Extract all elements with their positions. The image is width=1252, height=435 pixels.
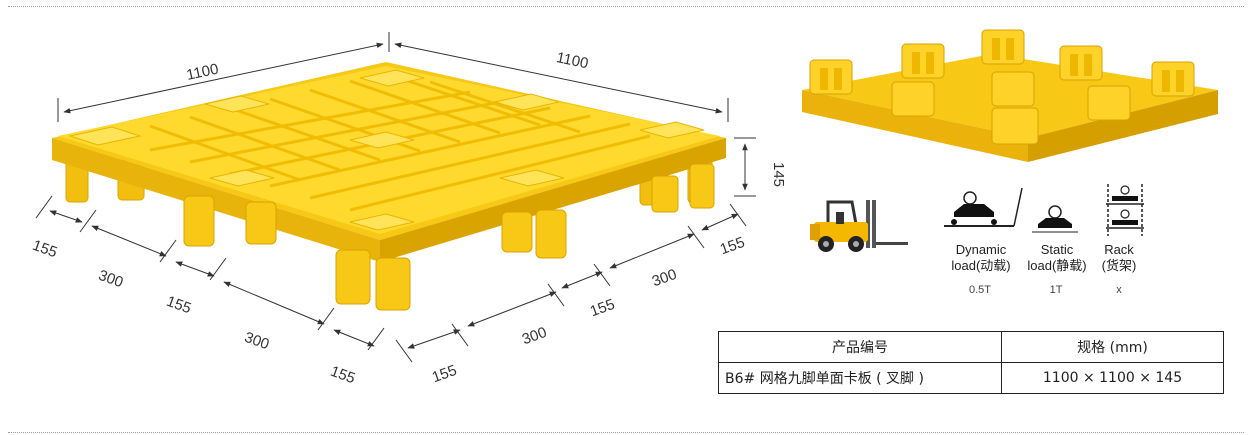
cell-product-code: B6# 网格九脚单面卡板 ( 叉脚 ) [718,362,1002,394]
static-load-label: Static load(静载) [1020,242,1094,274]
static-load-icon [1032,205,1078,233]
spec-table: 产品编号 规格 (mm) B6# 网格九脚单面卡板 ( 叉脚 ) 1100 × … [718,331,1224,394]
dynamic-load-label: Dynamic load(动载) [944,242,1018,274]
pallet-bottom-view-image [802,29,1218,162]
dim-left-1: 155 [30,237,59,262]
dim-right-5: 155 [718,234,747,259]
top-dotted-divider [8,6,1244,7]
static-load-value: 1T [1049,284,1063,296]
dim-height: 145 [770,162,787,187]
dimension-lines [35,32,756,363]
dim-right-1: 155 [430,362,459,387]
table-row: B6# 网格九脚单面卡板 ( 叉脚 ) 1100 × 1100 × 145 [718,362,1224,394]
pallet-legs-front [183,163,715,311]
rack-load-label: Rack (货架) [1088,242,1150,274]
header-spec: 规格 (mm) [1001,331,1224,363]
dim-left-3: 155 [164,293,193,318]
dim-left-5: 155 [328,363,357,388]
dynamic-label-line1: Dynamic [955,242,1007,257]
dim-right-2: 300 [520,324,549,349]
load-type-icons [944,184,1144,236]
rack-label-line1: Rack [1104,242,1134,257]
cell-spec: 1100 × 1100 × 145 [1001,362,1224,394]
rack-load-icon [1106,184,1144,236]
dim-top-right: 1100 [555,49,590,72]
static-label-line2: load(静载) [1027,258,1087,273]
static-label-line1: Static [1040,242,1074,257]
dynamic-label-line2: load(动载) [951,258,1011,273]
forklift-icon [810,200,908,252]
dim-right-3: 155 [588,296,617,321]
dynamic-load-icon [944,187,1023,227]
dim-left-2: 300 [96,267,125,292]
table-header-row: 产品编号 规格 (mm) [718,331,1224,363]
dim-top-left: 1100 [185,61,220,84]
pallet-dimension-drawing: 1100 1100 145 155 300 155 300 155 155 30… [30,32,787,388]
dim-left-4: 300 [242,329,271,354]
dynamic-load-value: 0.5T [968,284,991,296]
dim-right-4: 300 [650,266,679,291]
bottom-dotted-divider [8,432,1244,433]
rack-load-value: x [1116,284,1122,296]
header-product-code: 产品编号 [718,331,1002,363]
rack-label-line2: (货架) [1101,258,1137,273]
